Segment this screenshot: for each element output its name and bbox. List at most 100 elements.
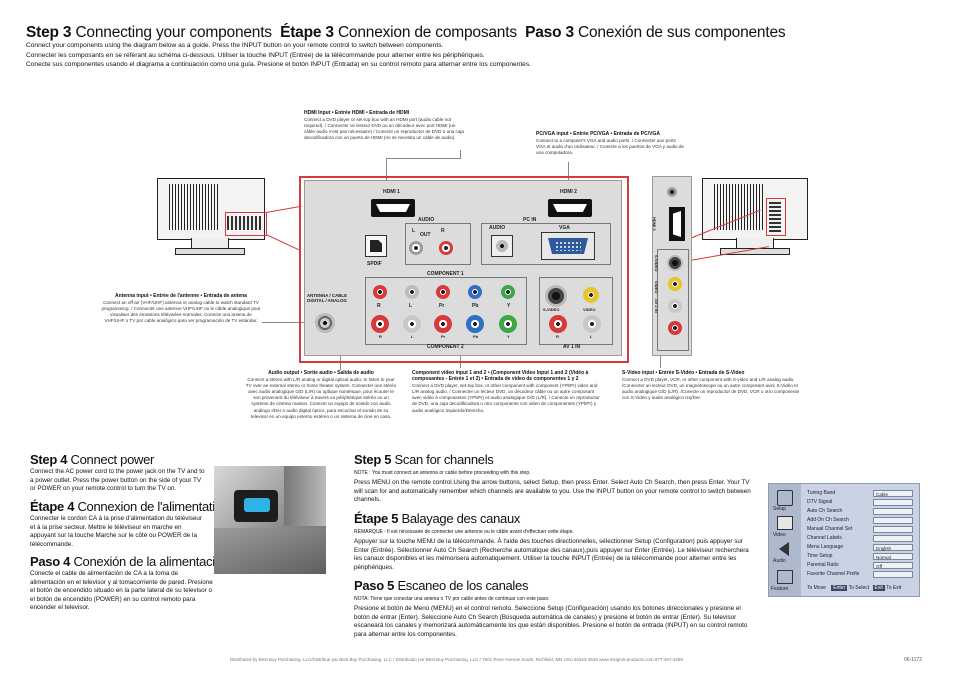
osd-menu-row[interactable]: Channel Labels: [807, 535, 917, 544]
audio-out-r-jack[interactable]: [439, 241, 453, 255]
av1-audio-l-jack[interactable]: [583, 315, 601, 333]
osd-enter-button[interactable]: Enter: [831, 585, 848, 591]
rear-connector-panel: HDMI 1 HDMI 2 AUDIO L OUT R PC IN AUDIO …: [304, 180, 622, 356]
audio-out-l-jack[interactable]: [409, 241, 423, 255]
comp-pb-label: Pb: [472, 303, 479, 309]
osd-row-value[interactable]: English: [873, 544, 913, 551]
step3-heading: Step 3 Connecting your components Étape …: [26, 24, 786, 41]
vga-port[interactable]: [541, 232, 595, 260]
svideo-caption: S-Video input • Entrée S-Vidéo • Entrada…: [622, 370, 800, 401]
feature-icon: [777, 570, 793, 584]
osd-row-value[interactable]: [873, 508, 913, 515]
osd-select-hint: To Select: [848, 585, 870, 591]
pc-audio-jack[interactable]: [491, 235, 513, 257]
osd-row-label: Manual Channel Set: [807, 526, 853, 532]
antenna-caption: Antenna input • Entrée de l'antenne • En…: [101, 293, 261, 324]
av1-group: [539, 277, 613, 345]
step5-en-text: Press MENU on the remote control.Using t…: [354, 479, 751, 504]
av1-in-label: AV 1 IN: [563, 344, 581, 350]
antenna-jack[interactable]: [315, 313, 335, 333]
side-video-jack[interactable]: [668, 277, 682, 291]
osd-row-label: DTV Signal: [807, 499, 833, 505]
comp1-audio-r-jack[interactable]: [373, 285, 387, 299]
pcvga-leader-line: [568, 162, 569, 188]
osd-sidebar: Setup Video Audio Feature: [769, 484, 801, 596]
comp2-l-label: L: [411, 334, 414, 339]
component-leader-line: [460, 352, 461, 368]
antenna-leader-line: [262, 322, 310, 323]
audio-out-label: OUT: [420, 232, 431, 238]
pc-in-label: PC IN: [523, 217, 537, 223]
av1-audio-r-jack[interactable]: [549, 315, 567, 333]
av1-r-label: R: [556, 334, 559, 339]
av1-video-jack[interactable]: [583, 287, 599, 303]
osd-row-value[interactable]: [873, 571, 913, 578]
step3-intro: Connect your components using the diagra…: [26, 42, 531, 69]
side-svideo-jack[interactable]: [667, 255, 683, 271]
hdmi-leader-line-v: [460, 150, 461, 159]
osd-row-value[interactable]: [873, 499, 913, 506]
osd-side-video[interactable]: Video: [773, 532, 786, 538]
osd-side-feature[interactable]: Feature: [771, 586, 789, 592]
component2-label: COMPONENT 2: [427, 344, 464, 350]
side-audio-l-jack[interactable]: [668, 299, 682, 313]
comp2-y-jack[interactable]: [499, 315, 517, 333]
osd-row-value[interactable]: Cable: [873, 490, 913, 497]
osd-row-value[interactable]: [873, 517, 913, 524]
audio-out-group-label: AUDIO: [418, 217, 435, 223]
hdmi2-port[interactable]: [548, 199, 592, 217]
osd-row-label: Channel Labels: [807, 535, 842, 541]
side-hdmi3-port[interactable]: [669, 207, 685, 241]
comp1-pr-jack[interactable]: [436, 285, 450, 299]
comp1-audio-l-jack[interactable]: [405, 285, 419, 299]
comp2-audio-l-jack[interactable]: [403, 315, 421, 333]
pc-in-group: [481, 223, 611, 265]
audio-out-r-label: R: [441, 228, 445, 234]
step4-es-heading: Paso 4 Conexión de la alimentación: [30, 554, 229, 569]
osd-row-value[interactable]: [873, 535, 913, 542]
osd-row-label: Favorite Channel Prefix: [807, 571, 860, 577]
comp2-pr-jack[interactable]: [434, 315, 452, 333]
osd-menu-row[interactable]: Add On Ch Search: [807, 517, 917, 526]
comp1-pb-jack[interactable]: [468, 285, 482, 299]
osd-row-value[interactable]: Off: [873, 562, 913, 569]
osd-row-label: Auto Ch Search: [807, 508, 843, 514]
osd-side-audio[interactable]: Audio: [773, 558, 786, 564]
osd-exit-button[interactable]: Exit: [872, 585, 885, 591]
hdmi-leader-line-h: [386, 158, 460, 159]
audio-out-group: [405, 223, 471, 265]
comp1-y-jack[interactable]: [501, 285, 515, 299]
side-headphone-jack[interactable]: [667, 187, 677, 197]
hdmi2-label: HDMI 2: [560, 189, 577, 195]
osd-footer: To Move Enter To Select Exit To Exit: [807, 585, 901, 591]
osd-menu-row[interactable]: Manual Channel Set: [807, 526, 917, 535]
side-audio-r-jack[interactable]: [668, 321, 682, 335]
osd-menu-row[interactable]: Parental Ratio Off: [807, 562, 917, 571]
side-svideo-label: S-VIDEO: [654, 255, 659, 272]
svideo-leader-line: [660, 352, 661, 368]
svideo-jack[interactable]: [545, 285, 567, 307]
comp2-pr-label: Pr: [441, 334, 446, 339]
side-hdmi3-label: HDMI 3: [652, 217, 657, 231]
spdif-port[interactable]: [365, 235, 387, 257]
audio-out-caption: Audio output • Sortie audio • Salida de …: [245, 370, 397, 419]
osd-menu-row[interactable]: Auto Ch Search: [807, 508, 917, 517]
comp2-pb-jack[interactable]: [466, 315, 484, 333]
video-icon: [777, 516, 793, 530]
osd-row-value[interactable]: Normal: [873, 553, 913, 560]
comp2-audio-r-jack[interactable]: [371, 315, 389, 333]
hdmi1-port[interactable]: [371, 199, 415, 217]
hdmi1-label: HDMI 1: [383, 189, 400, 195]
osd-menu-row[interactable]: Favorite Channel Prefix: [807, 571, 917, 580]
osd-side-setup[interactable]: Setup: [773, 506, 787, 512]
osd-menu-row[interactable]: DTV Signal: [807, 499, 917, 508]
osd-row-value[interactable]: [873, 526, 913, 533]
step5-en-note: NOTE : You must connect an antenna or ca…: [354, 470, 531, 476]
hdmi-caption: HDMI Input • Entrée HDMI • Entrada de HD…: [304, 110, 464, 141]
osd-row-label: Parental Ratio: [807, 562, 839, 568]
step4-en-heading: Step 4 Connect power: [30, 452, 155, 467]
